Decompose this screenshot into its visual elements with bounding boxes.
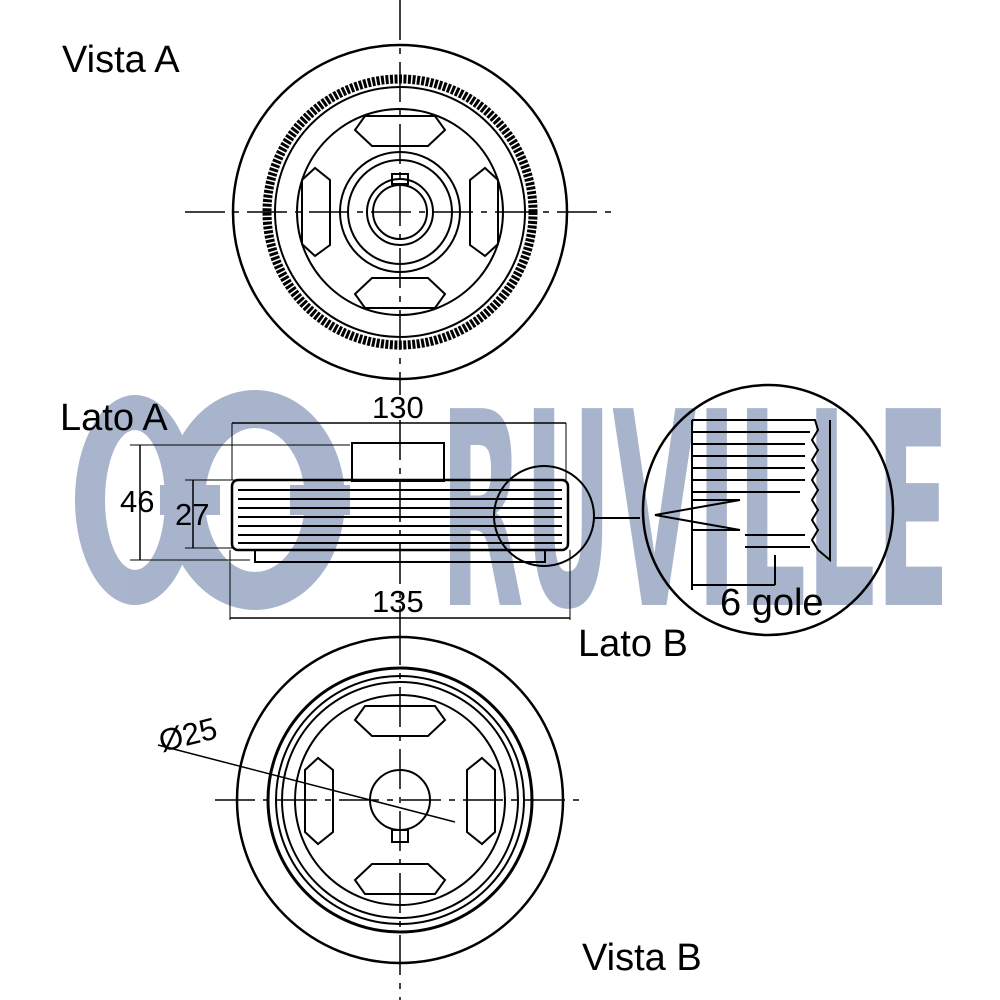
dimension-bore: Ø25 bbox=[155, 711, 220, 759]
view-a-label: Vista A bbox=[62, 39, 180, 81]
watermark-text: RUVILLE bbox=[440, 354, 950, 669]
dimension-width-bottom: 135 bbox=[372, 584, 424, 619]
side-a-label: Lato A bbox=[60, 397, 168, 439]
side-view-drawing bbox=[130, 420, 640, 625]
dimension-height-outer: 46 bbox=[120, 484, 154, 519]
view-a-drawing bbox=[185, 0, 612, 395]
watermark-logo: RUVILLE bbox=[75, 354, 950, 669]
side-b-label: Lato B bbox=[578, 623, 688, 665]
dimension-width-top: 130 bbox=[372, 390, 424, 425]
groove-detail-drawing bbox=[641, 383, 895, 637]
view-b-drawing bbox=[157, 625, 585, 1000]
dimension-height-inner: 27 bbox=[175, 497, 209, 532]
groove-count-label: 6 gole bbox=[720, 582, 824, 624]
view-b-label: Vista B bbox=[582, 937, 702, 979]
